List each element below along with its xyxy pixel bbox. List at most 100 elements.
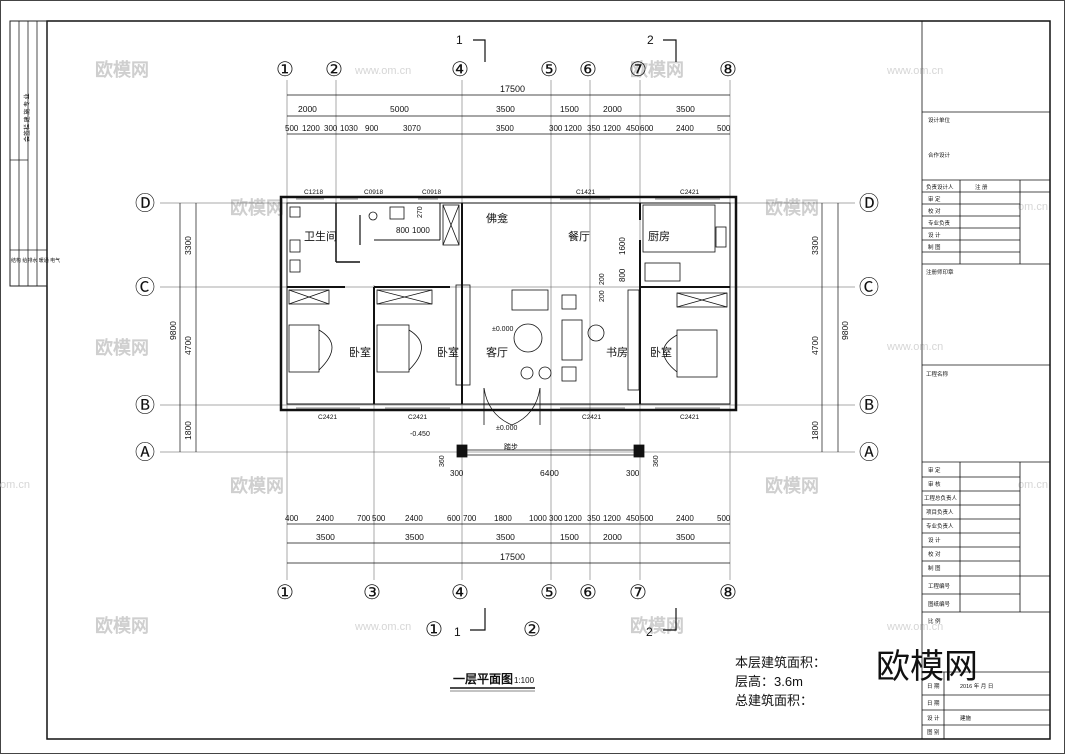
dim-text: 2400 [676,124,694,133]
dim-inline-360b: 360 [653,455,660,467]
watermark-brand: 欧模网 [95,337,149,358]
tb-row-a: 设 计 [928,231,941,239]
dim-text: 700 [357,514,371,523]
window-label: C2421 [318,414,338,421]
dim-left-2: 9800 [168,321,178,340]
tb-row-b: 校 对 [928,550,941,558]
strip-text-1: 会签栏 建 施 专 业 [23,93,31,142]
dim-right-4: 1800 [810,421,820,440]
tb-bottom-row: 图 别 [927,728,940,736]
tb-row-a: 负责设计人 [926,183,954,191]
grid-bubble: ⑧ [719,59,737,81]
section-bubble: ② [523,619,541,641]
watermark-url-short: om.cn [1018,479,1048,491]
dim-inline-1600: 1600 [618,237,627,255]
dim-left-3: 4700 [183,336,193,355]
watermark-url: www.om.cn [354,621,411,633]
level-mark: ±0.000 [496,425,517,432]
dim-text: 500 [285,124,299,133]
window-label: C2421 [408,414,428,421]
drawing-title: 一层平面图 [453,672,513,686]
grid-bubble-left: Ⓑ [135,394,155,417]
grid-bubble: ④ [451,59,469,81]
dim-text: 3500 [496,532,515,542]
dim-total-bottom: 17500 [500,552,525,562]
strip-text-2: 结构 给排水 暖通 电气 [11,257,60,264]
dim-text: 3500 [496,124,514,133]
tb-row-a: 制 图 [928,243,941,251]
grid-bubble-right: Ⓐ [859,441,879,464]
tb-row-b: 审 定 [928,466,941,474]
dim-text: 1200 [603,514,621,523]
watermark-brand: 欧模网 [765,197,819,218]
drawing-frame [46,20,1051,740]
window-label: C2421 [680,414,700,421]
grid-bubbles-top: ① ② ④ ⑤ ⑥ ⑦ ⑧ [276,59,737,81]
dim-text: 600 [640,124,654,133]
watermark-url: www.om.cn [354,65,411,77]
grid-bubbles-side: Ⓓ Ⓒ Ⓑ Ⓐ Ⓓ Ⓒ Ⓑ Ⓐ [135,192,879,464]
grid-bubbles-bottom: ① ③ ④ ⑤ ⑥ ⑦ ⑧ [276,582,737,604]
dim-porch-3: 300 [626,469,640,478]
dim-text: 450 [626,124,640,133]
dim-porch-1: 300 [450,469,464,478]
watermarks: 欧模网 www.om.cn 欧模网 www.om.cn 欧模网 欧模网 欧模网 … [0,59,1048,636]
dim-text: 3500 [496,104,515,114]
room-dining: 餐厅 [568,229,590,243]
watermark-brand: 欧模网 [230,197,284,218]
dims-top-row2: 500 1200 300 1030 900 3070 3500 300 1200… [285,124,731,133]
tb-row-b: 专业负责人 [926,522,954,530]
title-block [921,21,1050,739]
dim-text: 600 [447,514,461,523]
tb-bottom-row: 设 计 [927,714,940,722]
dim-inline-200a: 200 [599,273,606,285]
tb-row-b: 工程编号 [928,582,951,590]
dims-bottom-row2: 3500 3500 3500 1500 2000 3500 [316,532,695,542]
dim-text: 500 [717,124,731,133]
dim-right-1: 3300 [810,236,820,255]
dim-text: 500 [640,514,654,523]
window-lines [296,198,720,409]
room-bath: 卫生间 [304,229,337,243]
tb-top-label: 合作设计 [928,151,951,159]
section-label: 1 [456,33,463,47]
tb-project-label: 工程名称 [926,370,949,378]
watermark-brand: 欧模网 [630,59,684,80]
grid-bubble-right: Ⓒ [859,276,879,299]
room-bedroom-2: 卧室 [437,345,459,359]
dim-text: 350 [587,514,601,523]
tb-date-value: 2016 年 月 日 [960,682,993,690]
tb-row-b: 工程总负责人 [924,494,958,502]
section-label: 2 [647,33,654,47]
window-label: C1421 [576,189,596,196]
watermark-url: www.om.cn [886,341,943,353]
dim-text: 2400 [676,514,694,523]
dim-right-3: 4700 [810,336,820,355]
level-mark: ±0.000 [492,326,513,333]
furniture [288,204,728,426]
dim-text: 1200 [302,124,320,133]
dim-text: 500 [717,514,731,523]
dim-text: 2000 [603,532,622,542]
room-shrine: 佛龛 [486,211,508,225]
grid-bubble: ⑥ [579,582,597,604]
tb-row-b: 制 图 [928,564,941,572]
dim-text: 1800 [494,514,512,523]
dim-right-2: 9800 [840,321,850,340]
dim-text: 1200 [603,124,621,133]
tb-row-a: 审 定 [928,195,941,203]
dim-text: 400 [285,514,299,523]
dim-text: 1200 [564,124,582,133]
grid-bubble-left: Ⓐ [135,441,155,464]
tb-row-b: 比 例 [928,617,941,625]
room-bedroom-3: 卧室 [650,345,672,359]
grid-bubble: ⑥ [579,59,597,81]
left-binding-strip: 会签栏 建 施 专 业 结构 给排水 暖通 电气 [9,20,60,287]
level-marks: ±0.000 -0.450 ±0.000 踏步 [410,326,518,451]
watermark-brand: 欧模网 [95,59,149,80]
tb-drawing-type: 建施 [960,714,972,722]
window-label: C1218 [304,189,324,196]
tb-row-b: 设 计 [928,536,941,544]
dim-text: 300 [549,514,563,523]
